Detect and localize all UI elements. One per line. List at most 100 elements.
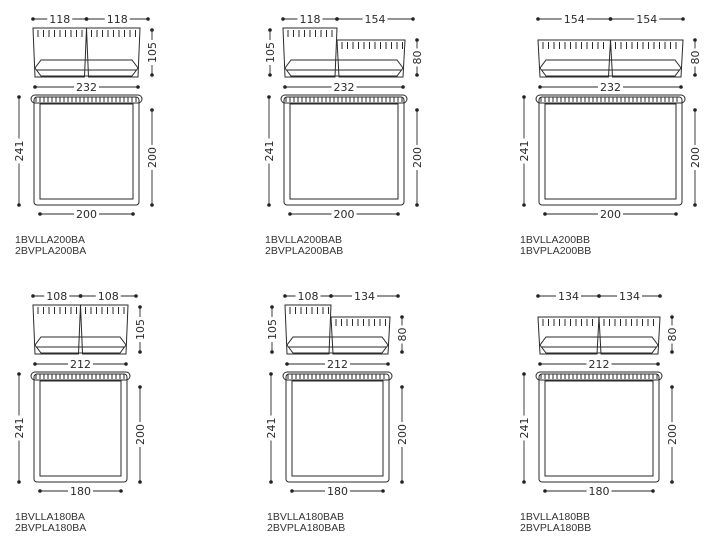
label-bg	[518, 415, 530, 441]
dimension-end	[693, 203, 697, 207]
dimension-end	[400, 480, 404, 484]
dimension-end	[415, 203, 419, 207]
dimension-end	[415, 108, 419, 112]
dimension-end	[283, 85, 287, 89]
dimension-label: 212	[70, 358, 91, 371]
dimension-label: 134	[558, 290, 579, 303]
dimension-end	[38, 212, 42, 216]
dimension-label: 241	[518, 418, 531, 439]
dimension-end	[138, 385, 142, 389]
dimension-end	[386, 362, 390, 366]
dimension-end	[268, 73, 272, 77]
dimension-label: 200	[689, 147, 702, 168]
label-bg	[134, 422, 146, 447]
dimension-end	[411, 17, 415, 21]
headboard-cushion	[32, 304, 82, 355]
product-code: 2BVPLA200BAB	[265, 245, 344, 257]
label-bg	[146, 40, 158, 65]
dimension-end	[522, 372, 526, 376]
mattress	[544, 103, 677, 200]
dimension-end	[150, 28, 154, 32]
dimension-label: 241	[265, 418, 278, 439]
dimension-end	[401, 85, 405, 89]
dimension-end	[522, 480, 526, 484]
dimension-end	[400, 315, 404, 319]
dimension-end	[138, 480, 142, 484]
product-code: 1BVLLA180BB	[520, 511, 591, 523]
label-bg	[689, 145, 701, 170]
dimension-end	[17, 95, 21, 99]
bed-frame	[33, 96, 140, 206]
headboard-plan	[280, 94, 408, 104]
label-bg	[598, 208, 623, 220]
label-bg	[263, 138, 275, 164]
dimension-end	[138, 305, 142, 309]
dimension-end	[651, 489, 655, 493]
dimension-end	[124, 362, 128, 366]
dimension-label: 108	[98, 290, 119, 303]
label-bg	[586, 485, 612, 497]
label-bg	[411, 48, 423, 67]
headboard-cushion	[598, 316, 661, 355]
dimension-end	[267, 203, 271, 207]
dimension-end	[269, 480, 273, 484]
mattress	[291, 380, 384, 477]
dimension-label: 232	[334, 81, 355, 94]
label-bg	[396, 325, 408, 344]
label-bg	[13, 415, 25, 441]
dimension-label: 118	[300, 13, 321, 26]
dimension-end	[522, 95, 526, 99]
mattress	[39, 103, 134, 200]
label-bg	[518, 138, 530, 164]
label-bg	[44, 290, 70, 302]
dimension-end	[285, 362, 289, 366]
dimension-end	[670, 315, 674, 319]
bed-base-front	[34, 59, 139, 77]
dimension-label: 80	[689, 51, 702, 65]
dimension-end	[335, 17, 339, 21]
label-bg	[264, 40, 276, 65]
dimension-end	[269, 372, 273, 376]
dimension-label: 80	[666, 328, 679, 342]
dimension-end	[84, 17, 89, 21]
label-bg	[146, 145, 158, 170]
bed-frame	[538, 373, 660, 483]
dimension-end	[329, 294, 333, 298]
dimension-label: 118	[107, 13, 128, 26]
dimension-end	[17, 203, 21, 207]
dimension-end	[270, 305, 274, 309]
dimension-end	[538, 85, 542, 89]
bed-frame	[285, 373, 390, 483]
product-code: 1BVLLA200BAB	[265, 234, 343, 246]
headboard-cushion	[537, 39, 612, 78]
dimension-end	[670, 385, 674, 389]
dimension-end	[268, 28, 272, 32]
dimension-end	[150, 108, 154, 112]
bed-base-front	[539, 59, 682, 77]
label-bg	[556, 290, 581, 302]
dimension-label: 241	[518, 141, 531, 162]
dimension-label: 241	[13, 418, 26, 439]
label-bg	[331, 81, 357, 93]
dimension-end	[400, 350, 404, 354]
product-code: 2BVPLA200BA	[15, 245, 87, 257]
dimension-end	[134, 294, 138, 298]
label-bg	[134, 317, 146, 342]
label-bg	[104, 13, 130, 25]
headboard-cushion	[79, 304, 129, 355]
dimension-label: 108	[298, 290, 319, 303]
headboard-cushion	[282, 27, 338, 78]
dimension-label: 241	[263, 141, 276, 162]
product-code: 1BVPLA200BB	[520, 245, 592, 257]
headboard-plan	[535, 371, 663, 381]
dimension-end	[543, 489, 547, 493]
dimension-end	[283, 294, 287, 298]
dimension-end	[670, 350, 674, 354]
dimension-end	[281, 17, 285, 21]
label-bg	[411, 145, 423, 170]
